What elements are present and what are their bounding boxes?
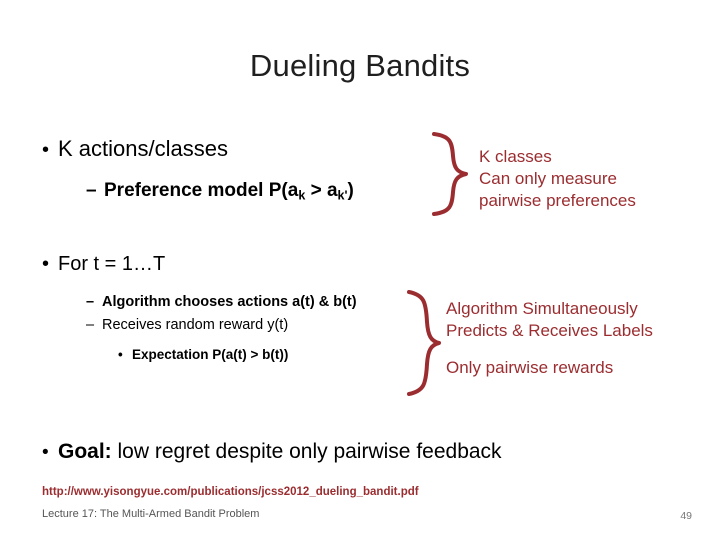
bullet-preference-model: –Preference model P(ak > ak') [86, 180, 354, 203]
preference-model-sub-k: k [298, 188, 306, 203]
annotation-only-pairwise-rewards: Only pairwise rewards [446, 358, 614, 377]
goal-text: low regret despite only pairwise feedbac… [111, 440, 502, 463]
bullet-k-actions: • K actions/classes [42, 136, 228, 162]
annotation-algorithm-simultaneously: Algorithm Simultaneously Predicts & Rece… [446, 299, 653, 341]
preference-model-sub-kprime: k' [337, 188, 348, 203]
footer-source-url[interactable]: http://www.yisongyue.com/publications/jc… [42, 486, 419, 498]
goal-label: Goal: [58, 440, 112, 463]
bullet-receives-reward: –Receives random reward y(t) [86, 317, 288, 333]
bullet-algorithm-chooses-label: Algorithm chooses actions a(t) & b(t) [102, 294, 357, 310]
bullet-for-t: • For t = 1…T [42, 253, 165, 276]
bullet-dash-icon: – [86, 294, 95, 310]
bullet-for-t-label: For t = 1…T [58, 253, 166, 275]
bullet-expectation: • Expectation P(a(t) > b(t)) [118, 347, 288, 362]
preference-model-suffix: ) [347, 180, 354, 201]
bullet-k-actions-label: K actions/classes [58, 136, 228, 161]
preference-model-mid: > a [305, 180, 338, 201]
preference-model-prefix: Preference model P(a [104, 180, 299, 201]
bullet-dot-icon: • [118, 347, 123, 362]
bullet-expectation-label: Expectation P(a(t) > b(t)) [132, 347, 289, 362]
bullet-dot-icon: • [42, 253, 50, 275]
footer-page-number: 49 [680, 510, 692, 522]
bullet-dash-icon: – [86, 317, 95, 333]
curly-brace-bottom-icon [407, 290, 441, 396]
bullet-dot-icon: • [42, 442, 49, 463]
bullet-goal: • Goal: low regret despite only pairwise … [42, 440, 502, 464]
page-title: Dueling Bandits [249, 48, 471, 83]
bullet-dash-icon: – [86, 180, 97, 201]
bullet-dot-icon: • [42, 139, 50, 161]
bullet-receives-reward-label: Receives random reward y(t) [102, 317, 289, 333]
curly-brace-top-icon [432, 132, 468, 216]
footer-lecture-label: Lecture 17: The Multi-Armed Bandit Probl… [42, 508, 260, 520]
annotation-k-classes: K classes Can only measure pairwise pref… [479, 147, 636, 211]
bullet-algorithm-chooses: –Algorithm chooses actions a(t) & b(t) [86, 294, 357, 310]
